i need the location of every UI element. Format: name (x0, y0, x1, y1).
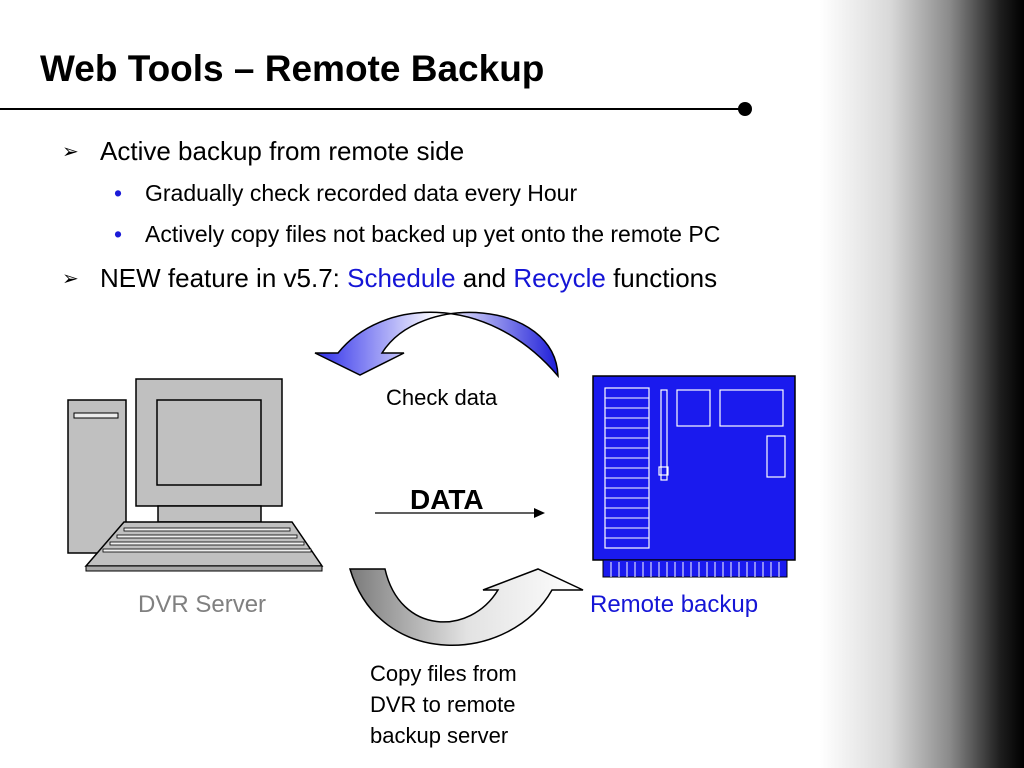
data-transfer-arrowhead (534, 508, 545, 518)
bullet-active-backup: ➢Active backup from remote side (62, 136, 464, 167)
check-data-curved-arrow (315, 312, 558, 376)
bullet-text: Actively copy files not backed up yet on… (145, 221, 720, 247)
sub-bullet-copy-files: •Actively copy files not backed up yet o… (114, 221, 720, 248)
dvr-server-label: DVR Server (138, 591, 266, 619)
dot-bullet-icon: • (114, 180, 145, 207)
check-data-label: Check data (386, 385, 497, 411)
bullet-text-prefix: NEW feature in v5.7: (100, 263, 347, 293)
remote-backup-icon (593, 376, 795, 577)
title-divider-dot (738, 102, 752, 116)
bullet-text: Gradually check recorded data every Hour (145, 180, 577, 206)
copy-files-curved-arrow (350, 569, 583, 645)
sub-bullet-check-data: •Gradually check recorded data every Hou… (114, 180, 577, 207)
bullet-text-suffix: functions (606, 263, 717, 293)
dot-bullet-icon: • (114, 221, 145, 248)
copy-files-label-line: Copy files from (370, 658, 517, 689)
arrow-bullet-icon: ➢ (62, 139, 100, 164)
schedule-feature-text: Schedule (347, 263, 455, 293)
data-label: DATA (410, 484, 484, 516)
slide-title: Web Tools – Remote Backup (40, 48, 544, 90)
remote-backup-label: Remote backup (590, 591, 758, 619)
title-divider (0, 108, 742, 110)
copy-files-label: Copy files from DVR to remote backup ser… (370, 658, 517, 751)
bullet-text-middle: and (456, 263, 514, 293)
copy-files-label-line: DVR to remote (370, 689, 517, 720)
recycle-feature-text: Recycle (513, 263, 605, 293)
bullet-text: Active backup from remote side (100, 136, 464, 166)
copy-files-label-line: backup server (370, 720, 517, 751)
bullet-new-feature: ➢NEW feature in v5.7: Schedule and Recyc… (62, 263, 717, 294)
dvr-server-icon (68, 379, 322, 571)
arrow-bullet-icon: ➢ (62, 266, 100, 291)
